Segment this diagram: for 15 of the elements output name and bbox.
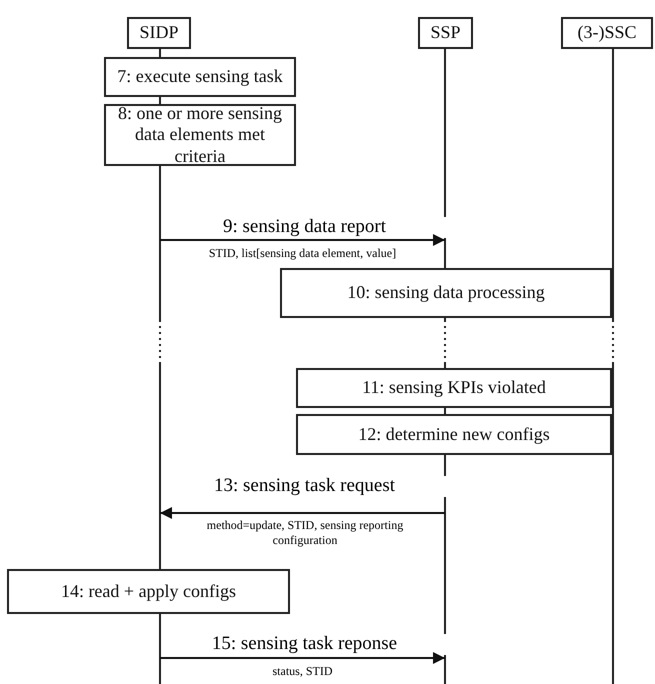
participant-box: (3-)SSC bbox=[561, 17, 653, 49]
message-parameters: status, STID bbox=[272, 664, 334, 679]
message-arrow bbox=[160, 507, 445, 519]
process-box: 14: read + apply configs bbox=[7, 569, 290, 614]
message-arrow bbox=[160, 652, 445, 664]
message-parameters: method=update, STID, sensing reporting configuration bbox=[206, 518, 404, 548]
process-box: 7: execute sensing task bbox=[104, 57, 296, 97]
process-box: 12: determine new configs bbox=[296, 414, 612, 455]
message-arrow bbox=[160, 234, 445, 246]
message-parameters: STID, list[sensing data element, value] bbox=[208, 246, 398, 261]
participant-box: SIDP bbox=[127, 17, 191, 49]
participant-box: SSP bbox=[418, 17, 473, 49]
process-box: 8: one or more sensing data elements met criteria bbox=[104, 104, 296, 166]
process-box: 10: sensing data processing bbox=[280, 268, 612, 318]
process-box: 11: sensing KPIs violated bbox=[296, 368, 612, 408]
